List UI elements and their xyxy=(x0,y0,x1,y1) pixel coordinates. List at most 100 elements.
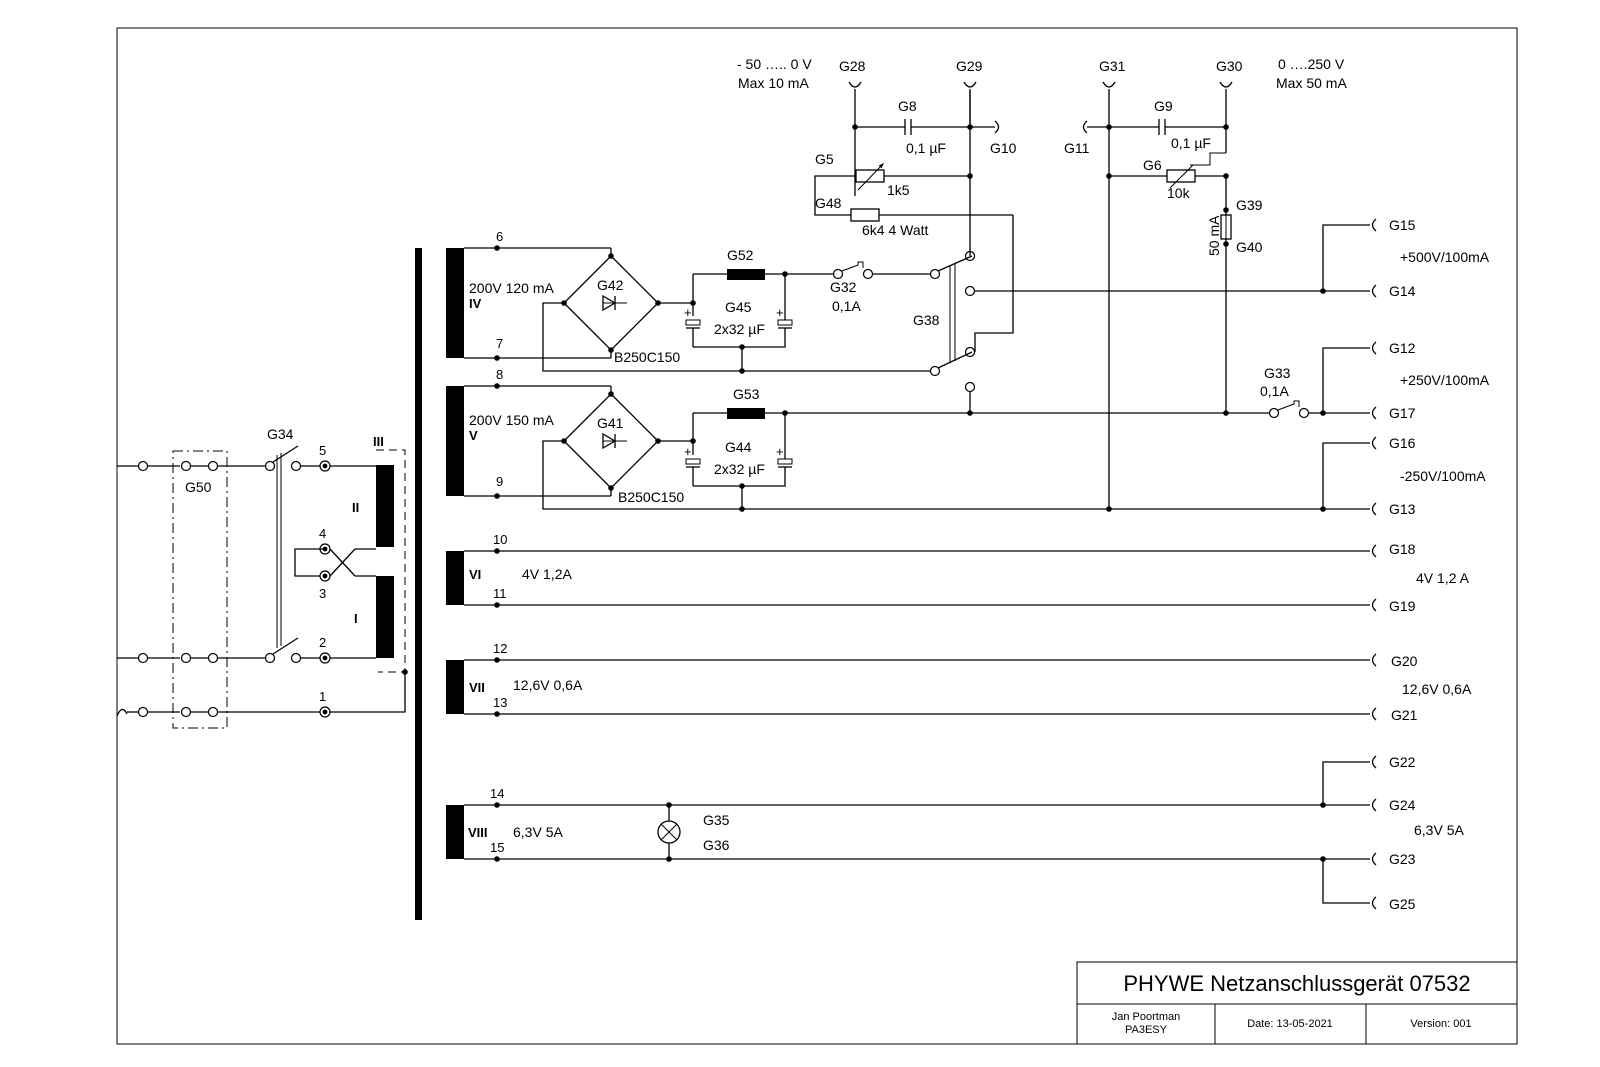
label-g5: G5 xyxy=(815,151,834,167)
winding-VIII xyxy=(446,805,464,859)
label-g28: G28 xyxy=(839,58,866,74)
pin-9: 9 xyxy=(496,474,503,489)
label-g16: G16 xyxy=(1389,435,1416,451)
label-g32: G32 xyxy=(830,279,857,295)
label-g25: G25 xyxy=(1389,896,1416,912)
version-text: Version: 001 xyxy=(1410,1018,1471,1030)
pin-15: 15 xyxy=(490,840,504,855)
label-g38: G38 xyxy=(913,312,940,328)
winding-VI-label: VI xyxy=(469,567,481,582)
winding-II xyxy=(376,465,394,547)
winding-VI-spec: 4V 1,2A xyxy=(522,566,572,582)
label-g33: G33 xyxy=(1264,365,1291,381)
pin-2: 2 xyxy=(319,635,326,650)
label-g30: G30 xyxy=(1216,58,1243,74)
label-g9: G9 xyxy=(1154,98,1173,114)
label-g10: G10 xyxy=(990,140,1017,156)
label-g12: G12 xyxy=(1389,340,1416,356)
label-g6: G6 xyxy=(1143,157,1162,173)
winding-VII-spec: 12,6V 0,6A xyxy=(513,677,583,693)
title-text: PHYWE Netzanschlussgerät 07532 xyxy=(1123,971,1470,996)
winding-V xyxy=(446,386,464,496)
supply-500v: 6 7 200V 120 mA IV G42 B250C150 + + xyxy=(464,229,935,374)
winding-IV-spec: 200V 120 mA xyxy=(469,280,554,296)
label-br1: B250C150 xyxy=(614,349,680,365)
winding-VIII-label: VIII xyxy=(468,825,488,840)
pin-12: 12 xyxy=(493,641,507,656)
winding-VIII-spec: 6,3V 5A xyxy=(513,824,563,840)
label-g42: G42 xyxy=(597,277,624,293)
choke-G52 xyxy=(727,269,765,280)
pin-4: 4 xyxy=(319,526,326,541)
label-winding-I: I xyxy=(354,611,358,626)
label-winding-II: II xyxy=(352,500,359,515)
label-shield-III: III xyxy=(373,434,384,449)
label-g18: G18 xyxy=(1389,541,1416,557)
supply-6v3: 14 15 VIII 6,3V 5A G35 G36 G22 G24 G23 G… xyxy=(464,754,1464,912)
label-v63: 6,3V 5A xyxy=(1414,822,1464,838)
label-g23: G23 xyxy=(1389,851,1416,867)
label-g53: G53 xyxy=(733,386,760,402)
pilot-lamp xyxy=(657,820,681,844)
title-block: PHYWE Netzanschlussgerät 07532 Jan Poort… xyxy=(1076,961,1518,1045)
author-name: Jan Poortman xyxy=(1112,1011,1180,1023)
label-g48: G48 xyxy=(815,195,842,211)
label-g44: G44 xyxy=(725,439,752,455)
label-neg-range: - 50 ….. 0 V xyxy=(737,56,812,72)
label-g11: G11 xyxy=(1064,140,1090,156)
pin-13: 13 xyxy=(493,695,507,710)
label-g45-val: 2x32 µF xyxy=(714,321,765,337)
label-g20: G20 xyxy=(1391,653,1418,669)
label-g50: G50 xyxy=(185,479,212,495)
output-terminals: G15 G14 +500V/100mA G12 G17 +250V/100mA … xyxy=(1320,217,1490,517)
label-g8-val: 0,1 µF xyxy=(906,140,946,156)
label-v250: +250V/100mA xyxy=(1400,372,1490,388)
label-br2: B250C150 xyxy=(618,489,684,505)
label-v4: 4V 1,2 A xyxy=(1416,570,1470,586)
primary-wiring: G50 G34 5 4 3 2 1 xyxy=(116,426,408,729)
svg-text:+: + xyxy=(684,305,692,320)
svg-text:+: + xyxy=(776,444,784,459)
label-g8: G8 xyxy=(898,98,917,114)
pin-11: 11 xyxy=(493,586,507,601)
supply-4v: 10 11 VI 4V 1,2A G18 G19 4V 1,2 A xyxy=(464,532,1470,614)
label-pos-max: Max 50 mA xyxy=(1276,75,1347,91)
supply-250v: 8 9 200V 150 mA V G41 B250C150 + + xyxy=(464,365,1370,512)
label-g33-val: 0,1A xyxy=(1260,383,1289,399)
label-pos-range: 0 ….250 V xyxy=(1278,56,1345,72)
label-neg-max: Max 10 mA xyxy=(738,75,809,91)
label-g31: G31 xyxy=(1099,58,1126,74)
winding-IV xyxy=(446,248,464,358)
label-g6-val: 10k xyxy=(1167,185,1191,201)
label-g22: G22 xyxy=(1389,754,1416,770)
fuse-holder-G50 xyxy=(172,450,228,729)
label-g52: G52 xyxy=(727,247,754,263)
label-g39: G39 xyxy=(1236,197,1263,213)
pin-10: 10 xyxy=(493,532,507,547)
label-g29: G29 xyxy=(956,58,983,74)
pin-6: 6 xyxy=(496,229,503,244)
label-g41: G41 xyxy=(597,415,624,431)
svg-text:+: + xyxy=(684,444,692,459)
label-g45: G45 xyxy=(725,299,752,315)
choke-G53 xyxy=(727,408,765,419)
winding-VI xyxy=(446,551,464,605)
pin-5: 5 xyxy=(319,443,326,458)
pin-1: 1 xyxy=(319,689,326,704)
winding-V-spec: 200V 150 mA xyxy=(469,412,554,428)
label-g48-val: 6k4 4 Watt xyxy=(862,222,929,238)
winding-I xyxy=(376,576,394,658)
pin-14: 14 xyxy=(490,786,504,801)
date-text: Date: 13-05-2021 xyxy=(1247,1018,1333,1030)
label-g40: G40 xyxy=(1236,239,1263,255)
label-g21: G21 xyxy=(1391,707,1418,723)
svg-text:+: + xyxy=(776,305,784,320)
label-g13: G13 xyxy=(1389,501,1416,517)
supply-0-250v: G31 G30 0 ….250 V Max 50 mA G11 G9 0,1 µ… xyxy=(1064,56,1347,508)
label-g17: G17 xyxy=(1389,405,1416,421)
pin-8: 8 xyxy=(496,367,503,382)
label-vneg250: -250V/100mA xyxy=(1400,468,1486,484)
pin-7: 7 xyxy=(496,336,503,351)
winding-VII-label: VII xyxy=(469,680,485,695)
